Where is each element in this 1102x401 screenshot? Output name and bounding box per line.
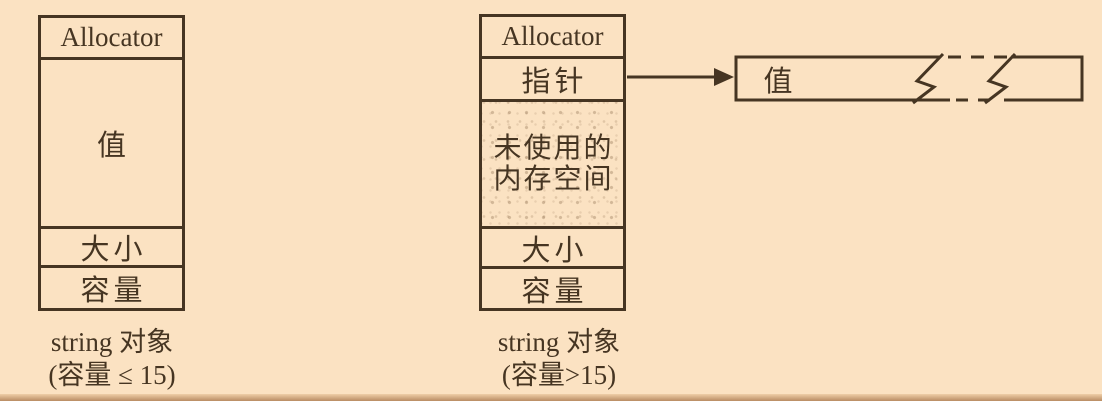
- right-string-object-box: Allocator 指针 未使用的 内存空间 大小 容量: [479, 14, 626, 311]
- right-pointer-cell: 指针: [482, 56, 623, 99]
- unused-memory-line1: 未使用的: [493, 132, 614, 164]
- break-zigzag-icon-right: [984, 52, 1017, 105]
- left-caption-line1: string 对象: [50, 327, 174, 357]
- right-capacity-cell: 容量: [482, 266, 623, 308]
- heap-value-label: 值: [763, 65, 793, 98]
- left-size-cell: 大小: [41, 226, 182, 266]
- left-string-object-box: Allocator 值 大小 容量: [38, 15, 185, 311]
- pointer-arrowhead-icon: [714, 68, 734, 86]
- page-edge-strip: [0, 394, 1102, 401]
- right-caption-line1: string 对象: [497, 327, 621, 357]
- heap-box-right-segment: [1004, 55, 1084, 102]
- left-caption-line2: (容量 ≤ 15): [48, 360, 176, 390]
- right-size-cell: 大小: [482, 226, 623, 267]
- break-zigzag-icon-left: [912, 52, 945, 105]
- left-allocator-cell: Allocator: [60, 22, 163, 52]
- left-value-cell: 值: [41, 57, 182, 226]
- right-unused-memory-cell: 未使用的 内存空间: [482, 99, 623, 226]
- right-allocator-cell: Allocator: [501, 21, 604, 51]
- unused-memory-line2: 内存空间: [493, 164, 614, 195]
- left-caption: string 对象 (容量 ≤ 15): [20, 326, 204, 392]
- right-caption-line2: (容量>15): [501, 360, 617, 390]
- left-capacity-cell: 容量: [41, 265, 182, 308]
- right-caption: string 对象 (容量>15): [467, 326, 651, 392]
